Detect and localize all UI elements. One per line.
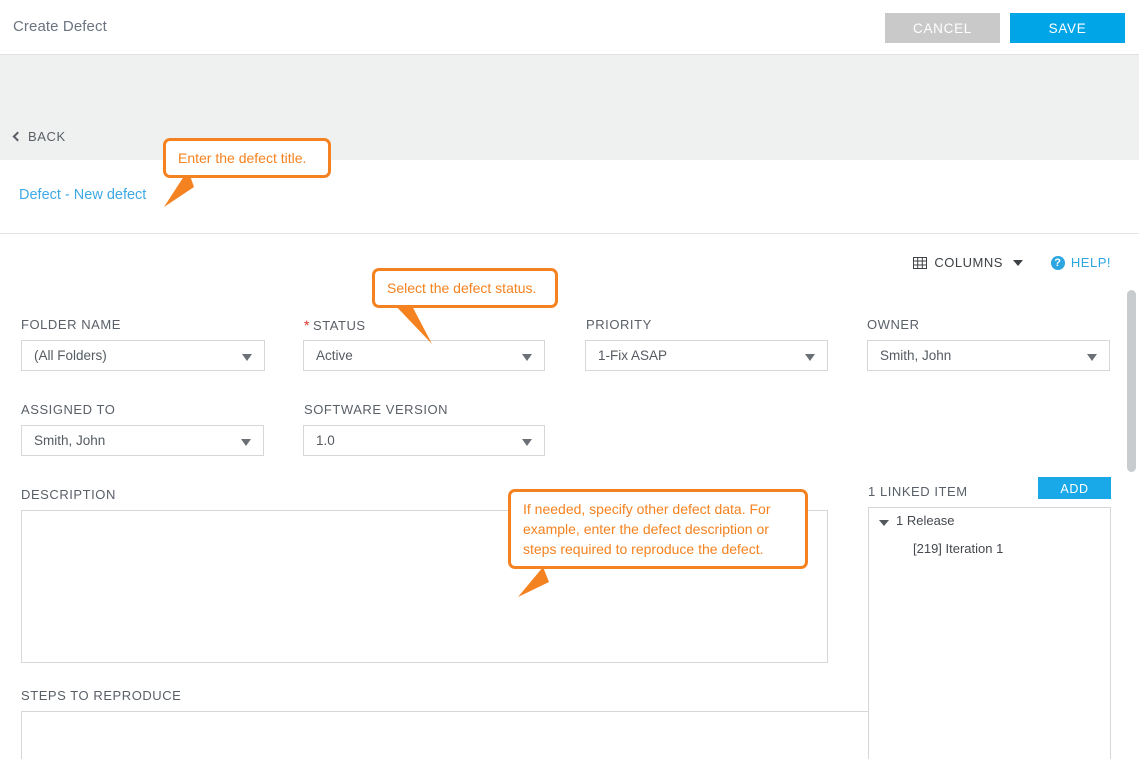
label-status-text: STATUS — [313, 318, 366, 333]
label-owner: OWNER — [867, 317, 920, 332]
chevron-down-icon — [241, 439, 251, 446]
label-software-version: SOFTWARE VERSION — [304, 402, 449, 417]
status-select[interactable]: Active — [303, 340, 545, 371]
label-assigned-to: ASSIGNED TO — [21, 402, 116, 417]
back-button[interactable]: BACK — [12, 129, 66, 144]
columns-button[interactable]: COLUMNS — [913, 255, 1023, 270]
label-status: *STATUS — [304, 317, 366, 333]
callout-select-defect-status: Select the defect status. — [372, 268, 558, 308]
content-toolbar: COLUMNS ? HELP! — [913, 255, 1111, 270]
grid-icon — [913, 256, 928, 269]
folder-name-value: (All Folders) — [34, 348, 107, 363]
priority-value: 1-Fix ASAP — [598, 348, 668, 363]
help-button[interactable]: ? HELP! — [1050, 255, 1111, 270]
linked-items-panel: 1 Release [219] Iteration 1 — [868, 507, 1111, 759]
columns-label: COLUMNS — [934, 255, 1003, 270]
label-description: DESCRIPTION — [21, 487, 116, 502]
chevron-down-icon — [522, 439, 532, 446]
back-label: BACK — [28, 129, 66, 144]
help-label: HELP! — [1070, 255, 1111, 270]
chevron-down-icon — [805, 354, 815, 361]
add-linked-item-button[interactable]: ADD — [1038, 477, 1111, 499]
label-folder-name: FOLDER NAME — [21, 317, 121, 332]
form-content: COLUMNS ? HELP! FOLDER NAME (All Folders… — [0, 235, 1139, 759]
callout-status-pointer — [392, 302, 432, 344]
page-title: Create Defect — [13, 18, 107, 35]
software-version-select[interactable]: 1.0 — [303, 425, 545, 456]
chevron-down-icon — [1087, 354, 1097, 361]
save-button[interactable]: SAVE — [1010, 13, 1125, 43]
top-bar: Create Defect CANCEL SAVE — [0, 0, 1139, 55]
software-version-value: 1.0 — [316, 433, 335, 448]
callout-enter-defect-title: Enter the defect title. — [163, 138, 331, 178]
tree-item-release[interactable]: 1 Release — [896, 513, 955, 528]
owner-value: Smith, John — [880, 348, 952, 363]
callout-other-data-pointer — [518, 567, 549, 597]
breadcrumb[interactable]: Defect - New defect — [19, 187, 147, 203]
label-steps-to-reproduce: STEPS TO REPRODUCE — [21, 688, 182, 703]
priority-select[interactable]: 1-Fix ASAP — [585, 340, 828, 371]
callout-other-defect-data: If needed, specify other defect data. Fo… — [508, 489, 808, 569]
tree-item-iteration[interactable]: [219] Iteration 1 — [913, 541, 1004, 556]
chevron-down-icon — [242, 354, 252, 361]
owner-select[interactable]: Smith, John — [867, 340, 1110, 371]
question-mark-icon: ? — [1050, 255, 1065, 270]
label-priority: PRIORITY — [586, 317, 652, 332]
assigned-to-value: Smith, John — [34, 433, 106, 448]
chevron-down-icon — [1012, 259, 1023, 266]
linked-items-header: 1 LINKED ITEM — [868, 484, 968, 499]
required-marker: * — [304, 317, 310, 333]
cancel-button[interactable]: CANCEL — [885, 13, 1000, 43]
callout-title-pointer — [164, 170, 194, 207]
tree-expand-icon[interactable] — [879, 520, 889, 526]
scrollbar-thumb[interactable] — [1127, 290, 1136, 472]
status-value: Active — [316, 348, 353, 363]
assigned-to-select[interactable]: Smith, John — [21, 425, 264, 456]
chevron-left-icon — [12, 131, 23, 142]
folder-name-select[interactable]: (All Folders) — [21, 340, 265, 371]
vertical-scrollbar[interactable] — [1124, 235, 1139, 759]
chevron-down-icon — [522, 354, 532, 361]
